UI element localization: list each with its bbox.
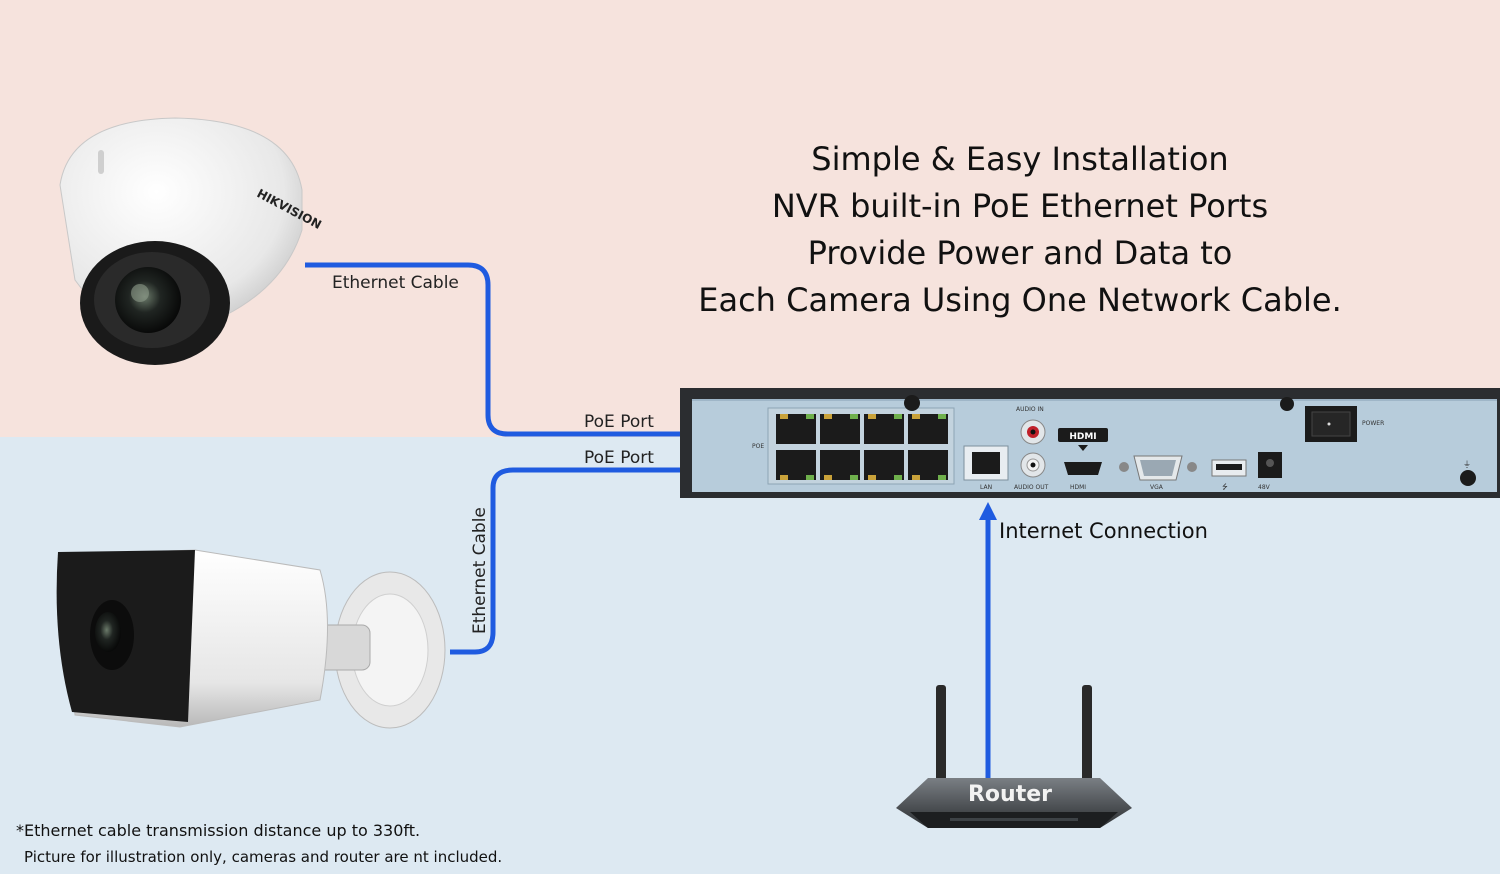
hdmi-text: HDMI bbox=[1070, 484, 1086, 491]
headline: Simple & Easy Installation NVR built-in … bbox=[640, 136, 1400, 324]
dc-text: 48V bbox=[1258, 484, 1271, 491]
poe-ports bbox=[776, 414, 948, 480]
dome-camera: HIKVISION bbox=[59, 117, 324, 365]
poe-port-label-1: PoE Port bbox=[584, 412, 654, 432]
ethernet-cable-side bbox=[450, 467, 760, 655]
vga-text: VGA bbox=[1150, 484, 1164, 491]
ethernet-cable-label-side: Ethernet Cable bbox=[470, 507, 490, 634]
headline-line-4: Each Camera Using One Network Cable. bbox=[698, 281, 1342, 319]
hdmi-port bbox=[1064, 462, 1102, 475]
ground-icon: ⏚ bbox=[1463, 460, 1471, 469]
router-antenna-right bbox=[1082, 685, 1092, 785]
headline-line-3: Provide Power and Data to bbox=[807, 234, 1233, 272]
footnote: *Ethernet cable transmission distance up… bbox=[16, 818, 502, 870]
footnote-line-1: *Ethernet cable transmission distance up… bbox=[16, 821, 421, 840]
audio-out-text: AUDIO OUT bbox=[1014, 484, 1049, 491]
arrow-internet-icon bbox=[979, 502, 997, 520]
bullet-camera bbox=[56, 549, 446, 729]
power-text: POWER bbox=[1362, 420, 1384, 427]
router-label: Router bbox=[967, 782, 1052, 807]
poe-port-label-2: PoE Port bbox=[584, 448, 654, 468]
router-antenna-left bbox=[936, 685, 946, 785]
poe-text: POE bbox=[752, 443, 764, 450]
ethernet-cable-top bbox=[305, 262, 760, 437]
screw-icon bbox=[1280, 397, 1294, 411]
headline-line-2: NVR built-in PoE Ethernet Ports bbox=[771, 187, 1269, 225]
ethernet-cable-label-top: Ethernet Cable bbox=[332, 273, 459, 293]
nvr-recorder: POE LAN AUDIO IN AUDIO OUT HDMI HDMI VGA… bbox=[680, 388, 1500, 498]
usb-icon: ⭍ bbox=[1222, 483, 1228, 491]
screw-icon bbox=[904, 395, 920, 411]
footnote-line-2: Picture for illustration only, cameras a… bbox=[24, 848, 503, 866]
lan-text: LAN bbox=[980, 484, 992, 491]
router bbox=[896, 685, 1132, 828]
audio-in-text: AUDIO IN bbox=[1016, 406, 1044, 413]
internet-connection-label: Internet Connection bbox=[999, 519, 1208, 543]
headline-line-1: Simple & Easy Installation bbox=[811, 140, 1229, 178]
ground-screw-icon bbox=[1460, 470, 1476, 486]
hdmi-badge-text: HDMI bbox=[1069, 432, 1096, 442]
hdmi-badge bbox=[1058, 428, 1108, 442]
